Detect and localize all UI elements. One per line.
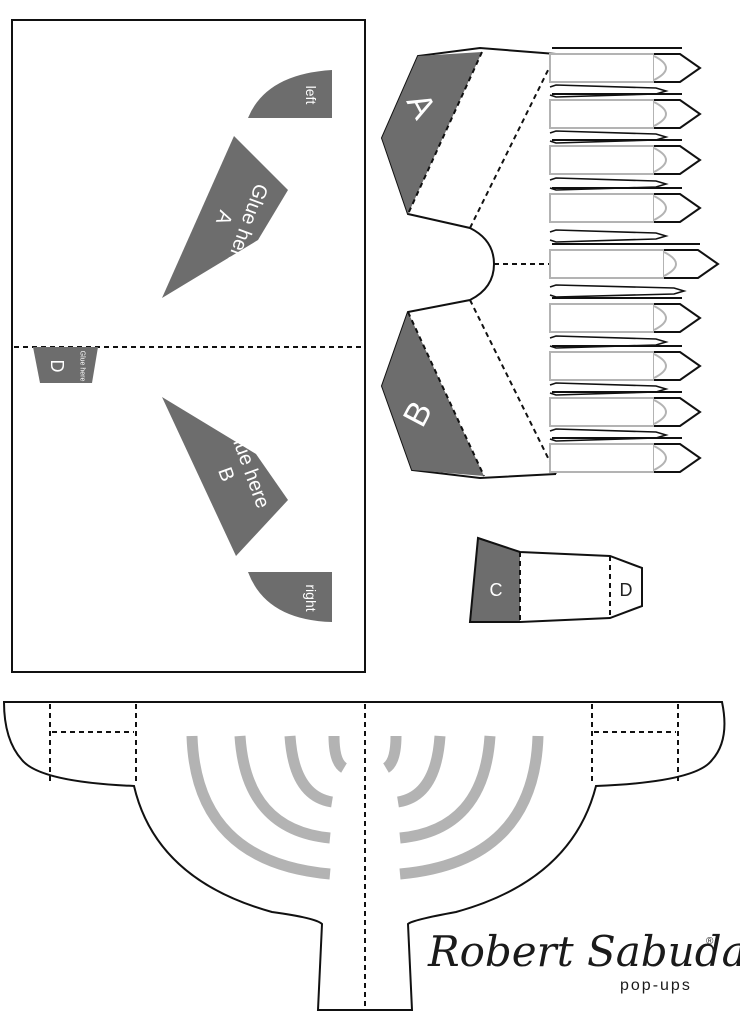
menorah-base-outline — [2, 701, 726, 1011]
arc-2 — [234, 735, 331, 844]
left-tab-label: left — [303, 86, 319, 105]
tab-d-small-glue-text: Glue here — [79, 351, 86, 382]
candle-tip — [654, 99, 702, 129]
fold-line-b — [407, 311, 485, 477]
candle-tip — [654, 145, 702, 175]
arc-outer — [186, 735, 331, 880]
brand-registered: ® — [706, 936, 714, 947]
candle-stick-cut — [549, 382, 669, 396]
stand-piece: C D — [468, 536, 643, 623]
candle-flame-mark — [653, 147, 667, 173]
candle-tip — [654, 443, 702, 473]
right-tab — [248, 572, 332, 622]
candle-flame-mark — [653, 101, 667, 127]
candle-body — [549, 193, 655, 223]
candle-tip — [654, 193, 702, 223]
arc-outer-r — [399, 735, 544, 880]
candle-body — [549, 99, 655, 129]
candle-group — [549, 47, 720, 473]
candle-flame-mark — [653, 445, 667, 471]
brand-name: Robert Sabuda — [427, 927, 740, 976]
candle-tip — [654, 303, 702, 333]
candle-stick-cut — [549, 428, 669, 442]
tab-d-small — [33, 347, 98, 383]
candle-tip — [654, 397, 702, 427]
candle-stick-cut — [549, 130, 669, 144]
candle-body — [549, 145, 655, 175]
arc-inner — [328, 735, 348, 773]
candle-flame-mark — [653, 195, 667, 221]
stand-outline — [468, 536, 643, 623]
glue-area-b — [162, 397, 288, 556]
tab-d-label: D — [620, 580, 633, 600]
candle-body — [549, 303, 655, 333]
brand-sub: pop-ups — [620, 977, 692, 994]
candle-flame-mark — [653, 399, 667, 425]
flap-a — [382, 52, 482, 214]
glue-area-a — [162, 136, 288, 298]
arc-3 — [284, 735, 334, 808]
arc-3-r — [396, 735, 446, 808]
candle-tip — [654, 53, 702, 83]
candle-body — [549, 397, 655, 427]
candle-tip — [664, 249, 720, 279]
arc-inner-r — [382, 735, 402, 773]
candle-body — [549, 443, 655, 473]
candle-body — [549, 53, 655, 83]
left-tab — [248, 70, 332, 118]
candle-flame-mark — [653, 55, 667, 81]
candle-stick-cut — [549, 84, 669, 98]
menorah-base-piece — [2, 701, 726, 1011]
fold-line-a — [407, 51, 483, 215]
tab-c — [470, 538, 520, 622]
candle-flame-mark — [653, 353, 667, 379]
flap-b — [382, 312, 484, 476]
candle-flame-mark — [663, 251, 677, 277]
menorah-arcs — [186, 735, 544, 880]
arc-2-r — [399, 735, 496, 844]
candle-body — [549, 249, 665, 279]
tab-c-label: C — [490, 580, 503, 600]
card-base-piece: left Glue here A D Glue here Glue here B… — [11, 19, 366, 673]
candles-piece: A B — [380, 46, 720, 480]
right-tab-label: right — [303, 584, 319, 611]
candle-stick-cut — [549, 229, 669, 243]
candle-tip — [654, 351, 702, 381]
candle-stick-cut — [549, 284, 687, 298]
brand-logo: Robert Sabuda ® pop-ups — [427, 927, 740, 994]
candle-flame-mark — [653, 305, 667, 331]
candle-body — [549, 351, 655, 381]
tab-d-small-letter: D — [47, 360, 67, 373]
